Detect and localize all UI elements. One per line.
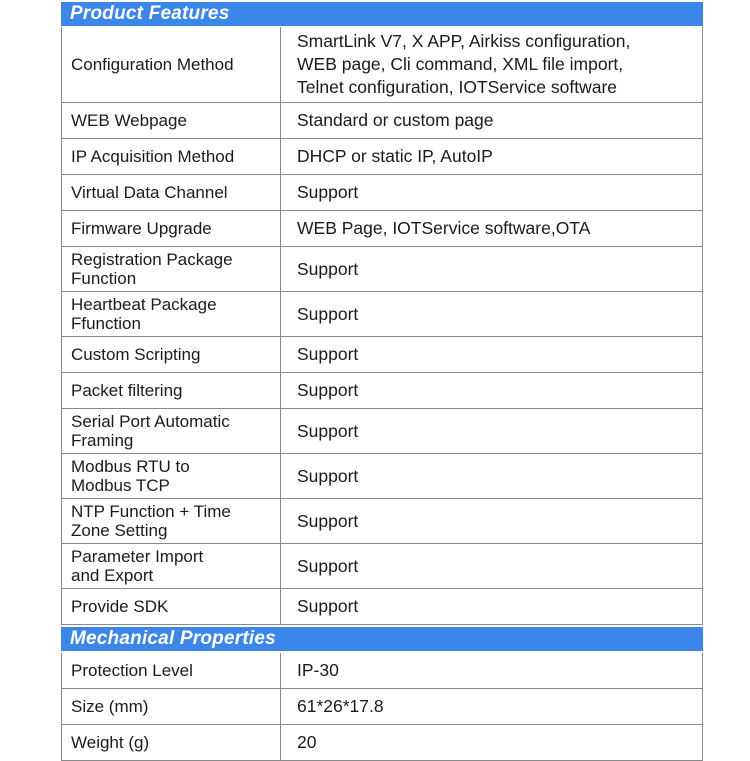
row-label: Weight (g) bbox=[71, 733, 150, 752]
row-value: Support bbox=[280, 373, 702, 408]
row-label: Protection Level bbox=[71, 661, 193, 680]
row-value: 20 bbox=[280, 725, 702, 760]
table-row: Protection Level IP-30 bbox=[62, 653, 702, 689]
table-row: Weight (g) 20 bbox=[62, 725, 702, 761]
row-label: NTP Function + Time Zone Setting bbox=[71, 502, 231, 540]
row-label: Provide SDK bbox=[71, 597, 169, 616]
table-row: Provide SDK Support bbox=[62, 589, 702, 625]
row-value: Support bbox=[280, 544, 702, 588]
row-value: WEB Page, IOTService software,OTA bbox=[280, 211, 702, 246]
row-value: DHCP or static IP, AutoIP bbox=[280, 139, 702, 174]
table-row: Serial Port Automatic Framing Support bbox=[62, 409, 702, 454]
row-label: Parameter Import and Export bbox=[71, 547, 204, 585]
table-row: Registration Package Function Support bbox=[62, 247, 702, 292]
row-label: IP Acquisition Method bbox=[71, 147, 235, 166]
table-row: Configuration Method SmartLink V7, X APP… bbox=[62, 27, 702, 103]
row-value: Standard or custom page bbox=[280, 103, 702, 138]
section-body-mechanical-properties: Protection Level IP-30 Size (mm) 61*26*1… bbox=[61, 653, 703, 761]
row-label: Firmware Upgrade bbox=[71, 219, 212, 238]
row-label: Custom Scripting bbox=[71, 345, 201, 364]
row-label: Heartbeat Package Ffunction bbox=[71, 295, 217, 333]
table-row: Firmware Upgrade WEB Page, IOTService so… bbox=[62, 211, 702, 247]
row-value: Support bbox=[280, 454, 702, 498]
row-value: Support bbox=[280, 292, 702, 336]
row-value: Support bbox=[280, 175, 702, 210]
table-row: Modbus RTU to Modbus TCP Support bbox=[62, 454, 702, 499]
row-label: Modbus RTU to Modbus TCP bbox=[71, 457, 190, 495]
row-label: Configuration Method bbox=[71, 55, 234, 74]
row-label: Virtual Data Channel bbox=[71, 183, 228, 202]
row-label: Registration Package Function bbox=[71, 250, 233, 288]
row-value: Support bbox=[280, 247, 702, 291]
row-value: SmartLink V7, X APP, Airkiss configurati… bbox=[280, 27, 702, 102]
table-row: Parameter Import and Export Support bbox=[62, 544, 702, 589]
section-body-product-features: Configuration Method SmartLink V7, X APP… bbox=[61, 27, 703, 625]
row-value: Support bbox=[280, 409, 702, 453]
row-label: Serial Port Automatic Framing bbox=[71, 412, 230, 450]
row-label: WEB Webpage bbox=[71, 111, 187, 130]
row-label: Packet filtering bbox=[71, 381, 183, 400]
row-value: Support bbox=[280, 337, 702, 372]
spec-table: Product Features Configuration Method Sm… bbox=[61, 2, 703, 761]
table-row: NTP Function + Time Zone Setting Support bbox=[62, 499, 702, 544]
row-value: IP-30 bbox=[280, 653, 702, 688]
row-value: 61*26*17.8 bbox=[280, 689, 702, 724]
table-row: Virtual Data Channel Support bbox=[62, 175, 702, 211]
table-row: IP Acquisition Method DHCP or static IP,… bbox=[62, 139, 702, 175]
row-value: Support bbox=[280, 499, 702, 543]
section-header-mechanical-properties: Mechanical Properties bbox=[61, 627, 703, 651]
row-label: Size (mm) bbox=[71, 697, 149, 716]
section-header-product-features: Product Features bbox=[61, 2, 703, 26]
table-row: Custom Scripting Support bbox=[62, 337, 702, 373]
row-value: Support bbox=[280, 589, 702, 624]
table-row: Packet filtering Support bbox=[62, 373, 702, 409]
table-row: Heartbeat Package Ffunction Support bbox=[62, 292, 702, 337]
table-row: WEB Webpage Standard or custom page bbox=[62, 103, 702, 139]
table-row: Size (mm) 61*26*17.8 bbox=[62, 689, 702, 725]
